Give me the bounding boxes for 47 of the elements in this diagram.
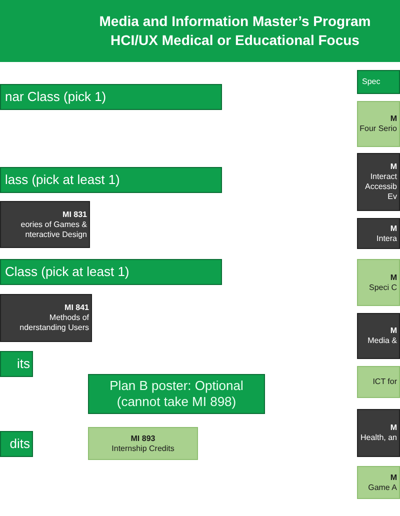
course-title: eories of Games & nteractive Design [20,220,87,240]
course-code: M [390,224,397,234]
section-header-box [0,167,222,193]
course-title: Four Serio [360,124,397,134]
course-code: M [390,326,397,336]
course-title: ICT for [372,377,397,387]
course-title: Plan B poster: Optional (cannot take MI 898) [108,378,244,410]
course-box [357,101,400,147]
course-title: its [17,356,30,372]
course-box [0,294,92,342]
course-title: nar Class (pick 1) [5,89,106,105]
section-header-box [357,70,400,94]
section-header-box [0,259,222,285]
course-title: Methods of nderstanding Users [18,313,89,333]
course-code: M [390,272,397,282]
course-code: MI 841 [64,303,89,313]
section-header-box [0,431,33,457]
course-code: MI 893 [130,434,156,444]
course-box [357,259,400,306]
course-title: lass (pick at least 1) [5,172,120,188]
course-code: M [390,114,397,124]
course-box [0,201,90,248]
course-box [357,218,400,249]
course-title: dits [10,436,30,452]
course-code: M [390,162,397,172]
course-title: Speci C [368,282,397,292]
course-title: Health, an [360,433,397,443]
course-title: Media & [368,336,397,346]
course-box [357,313,400,359]
course-title: Internship Credits [112,444,174,454]
course-code: MI 831 [62,210,87,220]
course-title: Game A [368,482,397,492]
course-title: Interact Accessib Ev [364,172,397,202]
course-box [357,466,400,499]
course-box [357,153,400,211]
title: Media and Information Master’s Program HCI/UX Medical or Educational Focus [98,12,372,50]
course-box [88,374,265,414]
course-code: M [390,472,397,482]
course-box [357,409,400,457]
course-title: Spec [362,77,380,87]
section-header-box [0,351,33,377]
section-header-box [0,84,222,110]
course-title: Intera [376,234,397,244]
course-code: M [390,423,397,433]
course-title: Class (pick at least 1) [5,264,130,280]
course-box [357,366,400,398]
course-box [88,427,198,460]
